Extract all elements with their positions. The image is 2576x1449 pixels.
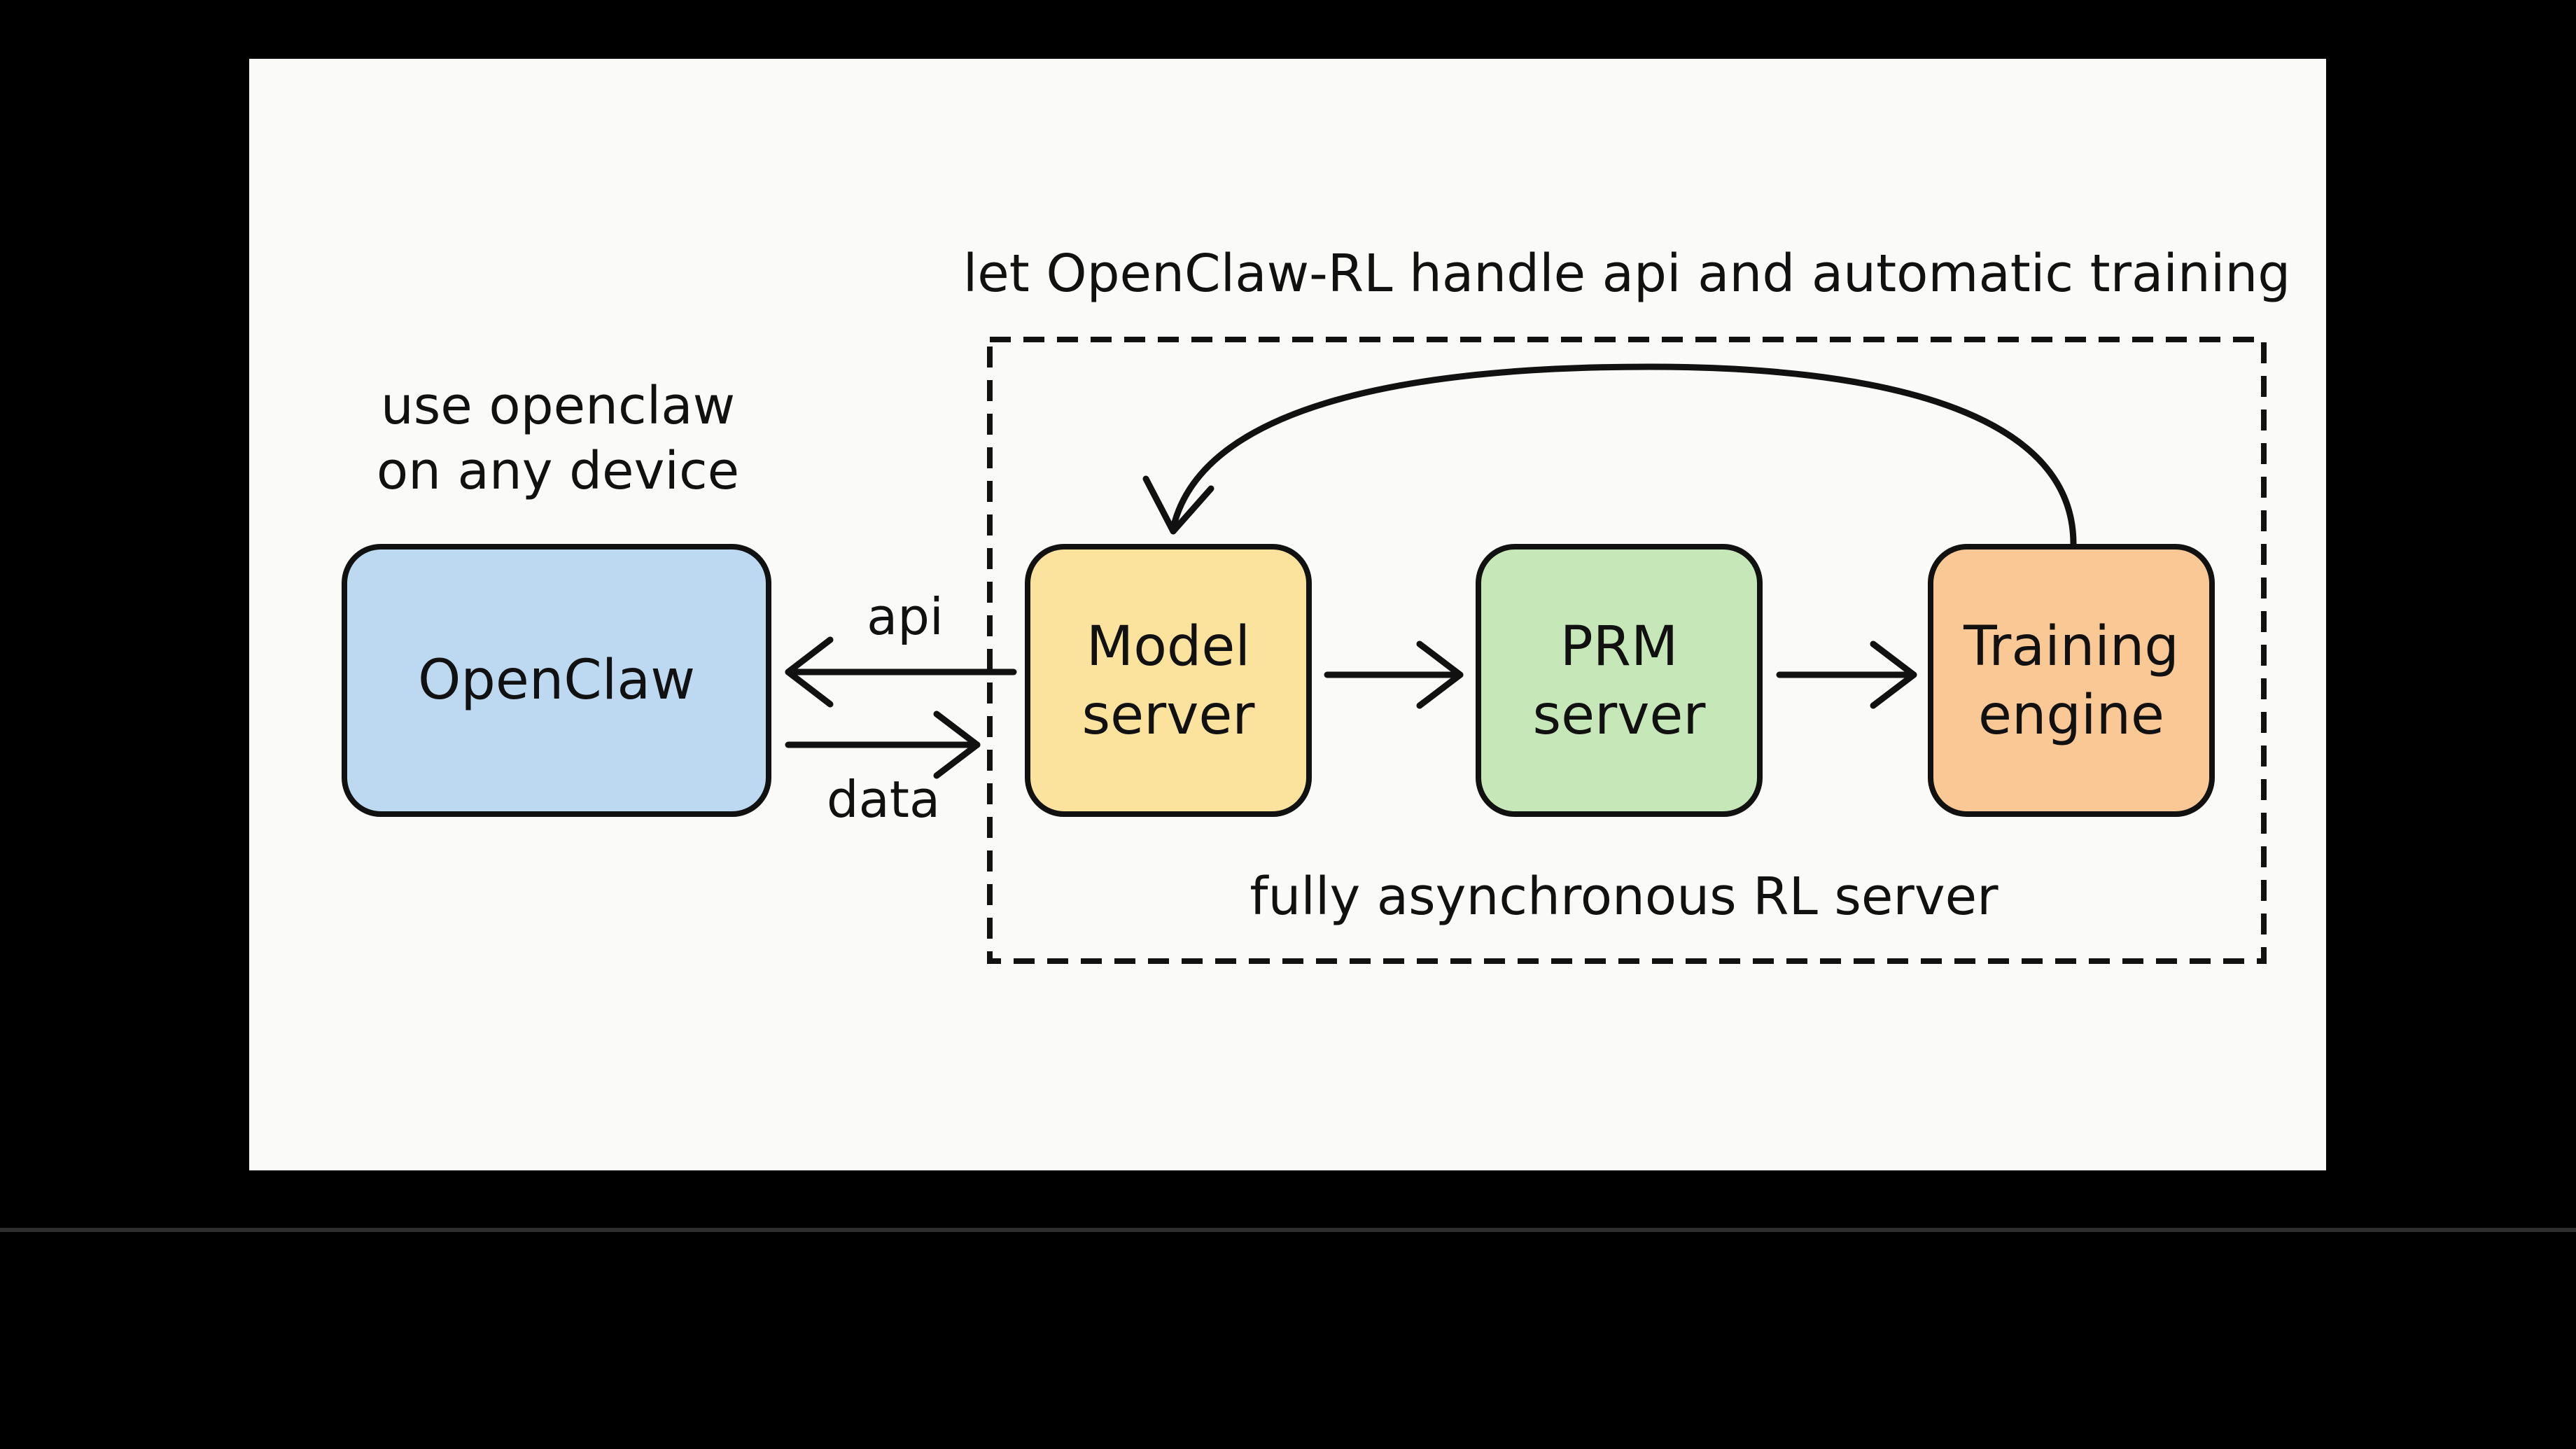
video-frame: let OpenClaw-RL handle api and automatic… <box>0 59 2576 1232</box>
bottom-caption: fully asynchronous RL server <box>1250 867 1998 927</box>
edge-model-to-prm <box>1324 640 1464 709</box>
node-training-engine-label-1: Training <box>1963 615 2179 678</box>
left-caption-line-1: use openclaw <box>381 376 735 436</box>
top-caption: let OpenClaw-RL handle api and automatic… <box>963 244 2291 304</box>
edge-label-data: data <box>827 770 940 829</box>
async-server-container <box>987 337 2267 964</box>
edge-prm-to-training <box>1776 640 1917 709</box>
node-training-engine: Training engine <box>1928 544 2215 817</box>
node-model-server: Model server <box>1025 544 1312 817</box>
edge-data-arrow <box>785 710 981 779</box>
diagram-canvas: let OpenClaw-RL handle api and automatic… <box>342 244 2291 964</box>
node-openclaw: OpenClaw <box>342 544 771 817</box>
node-prm-server-label-2: server <box>1533 684 1707 747</box>
diagram-slide: let OpenClaw-RL handle api and automatic… <box>249 59 2326 1170</box>
node-training-engine-label-2: engine <box>1978 684 2164 747</box>
node-model-server-label-2: server <box>1082 684 1256 747</box>
left-caption-line-2: on any device <box>377 441 739 501</box>
node-prm-server: PRM server <box>1476 544 1763 817</box>
node-model-server-label-1: Model <box>1086 615 1250 678</box>
edge-training-to-model <box>1142 363 2077 547</box>
node-openclaw-label: OpenClaw <box>418 649 695 712</box>
edge-label-api: api <box>867 587 944 646</box>
node-prm-server-label-1: PRM <box>1560 615 1679 678</box>
edge-api-arrow <box>785 636 1017 708</box>
